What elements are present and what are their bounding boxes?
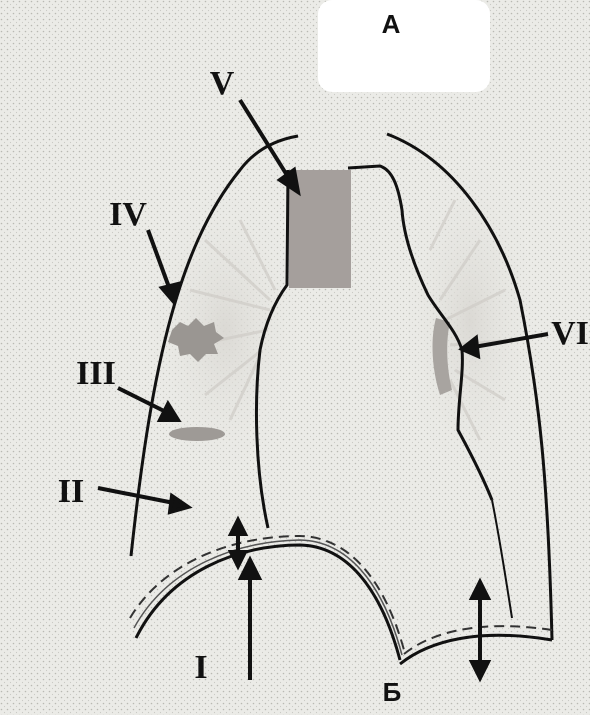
label-v: V (210, 65, 235, 102)
label-b: Б (383, 677, 402, 707)
label-iv: IV (109, 196, 147, 233)
lesion-plate-iii (169, 427, 225, 441)
label-iii: III (76, 355, 116, 392)
label-vi: VI (551, 315, 589, 352)
label-i: I (194, 649, 207, 686)
label-ii: II (58, 473, 84, 510)
label-a: A (382, 9, 401, 39)
label-box-top (318, 0, 490, 92)
